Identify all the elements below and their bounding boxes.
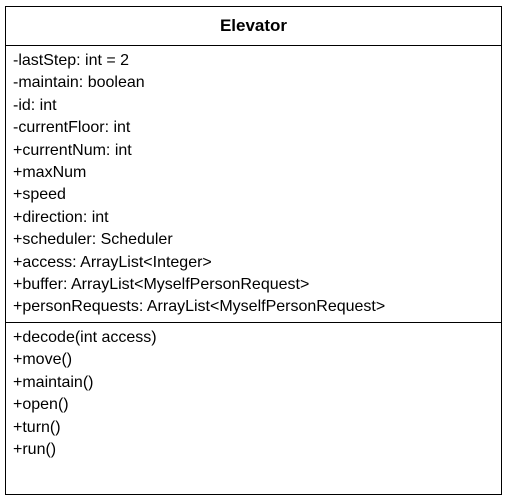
attribute-scheduler: +scheduler: Scheduler	[13, 231, 173, 249]
attribute-last-step: -lastStep: int = 2	[13, 52, 130, 69]
attribute-access: +access: ArrayList<Integer>	[13, 253, 212, 271]
attribute-speed: +speed	[13, 186, 66, 204]
operation-decode: +decode(int access)	[13, 328, 157, 346]
operation-open: +open()	[13, 396, 69, 414]
attribute-current-floor: -currentFloor: int	[13, 119, 131, 137]
attribute-id: -id: int	[13, 96, 57, 114]
attributes-compartment: -lastStep: int = 2 -maintain: boolean -i…	[6, 46, 501, 323]
operation-run: +run()	[13, 440, 57, 458]
attribute-person-requests: +personRequests: ArrayList<MyselfPersonR…	[13, 298, 386, 316]
attribute-current-num: +currentNum: int	[13, 141, 132, 159]
operations-compartment: +decode(int access) +move() +maintain() …	[6, 323, 501, 494]
uml-class-box: Elevator -lastStep: int = 2 -maintain: b…	[5, 6, 502, 495]
class-name: Elevator	[6, 7, 501, 46]
operation-turn: +turn()	[13, 418, 61, 436]
attribute-buffer: +buffer: ArrayList<MyselfPersonRequest>	[13, 276, 310, 294]
operation-maintain: +maintain()	[13, 373, 94, 391]
attribute-max-num: +maxNum	[13, 164, 87, 182]
operation-move: +move()	[13, 351, 73, 369]
attribute-direction: +direction: int	[13, 208, 109, 226]
attribute-maintain: -maintain: boolean	[13, 74, 145, 92]
